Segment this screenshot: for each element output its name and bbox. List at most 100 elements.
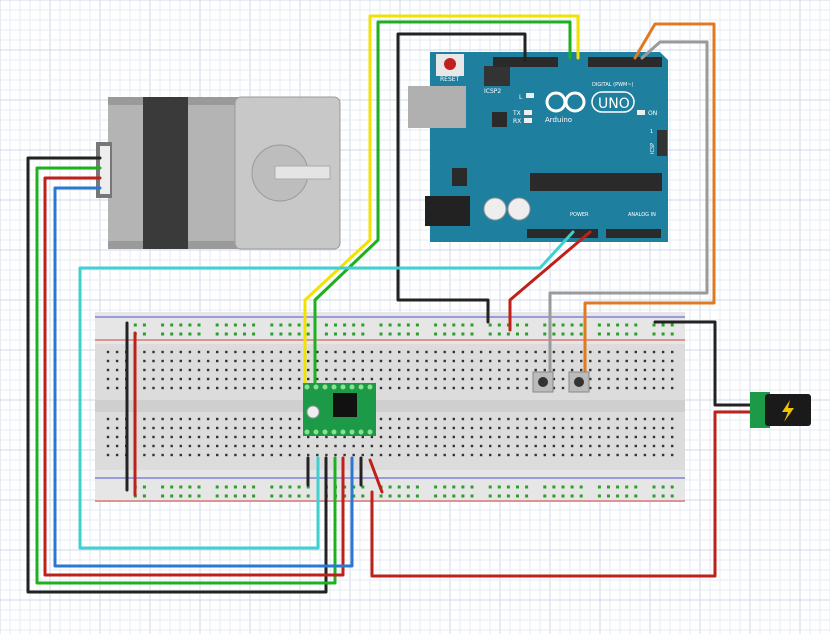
breadboard-hole <box>407 426 410 430</box>
rail-hole <box>616 494 620 498</box>
breadboard-hole <box>352 377 355 381</box>
rail-hole <box>415 494 419 498</box>
rail-hole <box>570 494 574 498</box>
breadboard-hole <box>589 444 592 448</box>
push-button-1[interactable] <box>532 371 554 393</box>
driver-pin <box>358 384 364 390</box>
breadboard-hole <box>307 368 310 372</box>
breadboard-hole <box>434 417 437 421</box>
breadboard-hole <box>416 368 419 372</box>
breadboard-hole <box>470 417 474 421</box>
breadboard-hole <box>388 368 392 372</box>
arduino-logo-icon <box>545 91 586 113</box>
breadboard-hole <box>416 426 419 430</box>
rail-hole <box>597 332 601 336</box>
breadboard-hole <box>188 417 192 421</box>
breadboard-hole <box>106 359 110 363</box>
potentiometer[interactable] <box>306 405 320 419</box>
rail-hole <box>406 485 410 489</box>
rail-hole <box>279 494 283 498</box>
led-l <box>526 93 534 98</box>
breadboard-hole <box>234 359 237 363</box>
breadboard-hole <box>143 417 146 421</box>
breadboard-hole <box>370 359 374 363</box>
driver-pin <box>313 429 319 435</box>
rail-hole <box>670 323 674 327</box>
breadboard-hole <box>634 359 637 363</box>
breadboard-hole <box>243 444 246 448</box>
breadboard-hole <box>661 426 665 430</box>
breadboard-hole <box>570 444 574 448</box>
rail-hole <box>288 485 292 489</box>
icsp-pin1-label: 1 <box>650 129 653 135</box>
breadboard-hole <box>425 386 428 390</box>
breadboard-hole <box>370 444 374 448</box>
breadboard-hole <box>179 426 182 430</box>
rail-hole <box>161 332 165 336</box>
breadboard-hole <box>625 386 628 390</box>
rail-hole <box>497 332 501 336</box>
breadboard-hole <box>516 359 519 363</box>
breadboard-hole <box>152 444 155 448</box>
reset-button-cap[interactable] <box>444 58 456 70</box>
breadboard-hole <box>252 453 255 457</box>
analog-label: ANALOG IN <box>628 212 656 218</box>
rail-hole <box>607 494 610 498</box>
breadboard-hole <box>206 426 210 430</box>
breadboard-hole <box>607 444 610 448</box>
push-button-2[interactable] <box>568 371 590 393</box>
rail-hole <box>224 494 228 498</box>
breadboard-hole <box>661 377 665 381</box>
led-l-label: L <box>519 94 523 101</box>
breadboard-hole <box>361 368 364 372</box>
breadboard-hole <box>152 417 155 421</box>
breadboard-hole <box>398 444 401 448</box>
power-jack <box>750 392 811 428</box>
rail-hole <box>506 494 510 498</box>
breadboard-hole <box>388 359 392 363</box>
breadboard-hole <box>307 435 310 439</box>
rail-hole <box>279 332 283 336</box>
breadboard-hole <box>379 350 383 354</box>
driver-pins <box>304 384 373 435</box>
breadboard-hole <box>580 453 583 457</box>
breadboard-hole <box>661 444 665 448</box>
breadboard-hole <box>261 453 264 457</box>
breadboard-hole <box>671 453 674 457</box>
breadboard-hole <box>534 368 537 372</box>
breadboard-hole <box>507 368 510 372</box>
rail-hole <box>297 332 301 336</box>
breadboard-hole <box>316 368 319 372</box>
rail-hole <box>361 494 365 498</box>
breadboard-hole <box>188 453 192 457</box>
atmega-chip <box>530 173 662 191</box>
breadboard-hole <box>498 368 501 372</box>
breadboard-hole <box>252 359 255 363</box>
breadboard-hole <box>361 359 364 363</box>
breadboard-hole <box>434 350 437 354</box>
breadboard-hole <box>661 453 665 457</box>
driver-pin <box>331 429 337 435</box>
rail-hole <box>461 494 465 498</box>
led-rx <box>524 118 532 123</box>
breadboard-hole <box>379 386 383 390</box>
breadboard-hole <box>170 350 173 354</box>
breadboard-hole <box>270 377 273 381</box>
breadboard-hole <box>643 435 647 439</box>
breadboard-hole <box>334 444 337 448</box>
breadboard-hole <box>361 350 364 354</box>
stepper-driver-board <box>303 383 376 436</box>
breadboard-hole <box>543 426 546 430</box>
breadboard-hole <box>561 426 565 430</box>
breadboard-hole <box>297 426 301 430</box>
breadboard-hole <box>270 453 273 457</box>
breadboard-hole <box>489 368 492 372</box>
breadboard-hole <box>161 359 164 363</box>
uno-badge <box>591 91 635 113</box>
breadboard-hole <box>479 435 483 439</box>
rail-hole <box>379 494 383 498</box>
rail-hole <box>488 485 492 489</box>
breadboard-hole <box>525 350 528 354</box>
rail-hole <box>252 494 256 498</box>
breadboard-hole <box>570 435 574 439</box>
